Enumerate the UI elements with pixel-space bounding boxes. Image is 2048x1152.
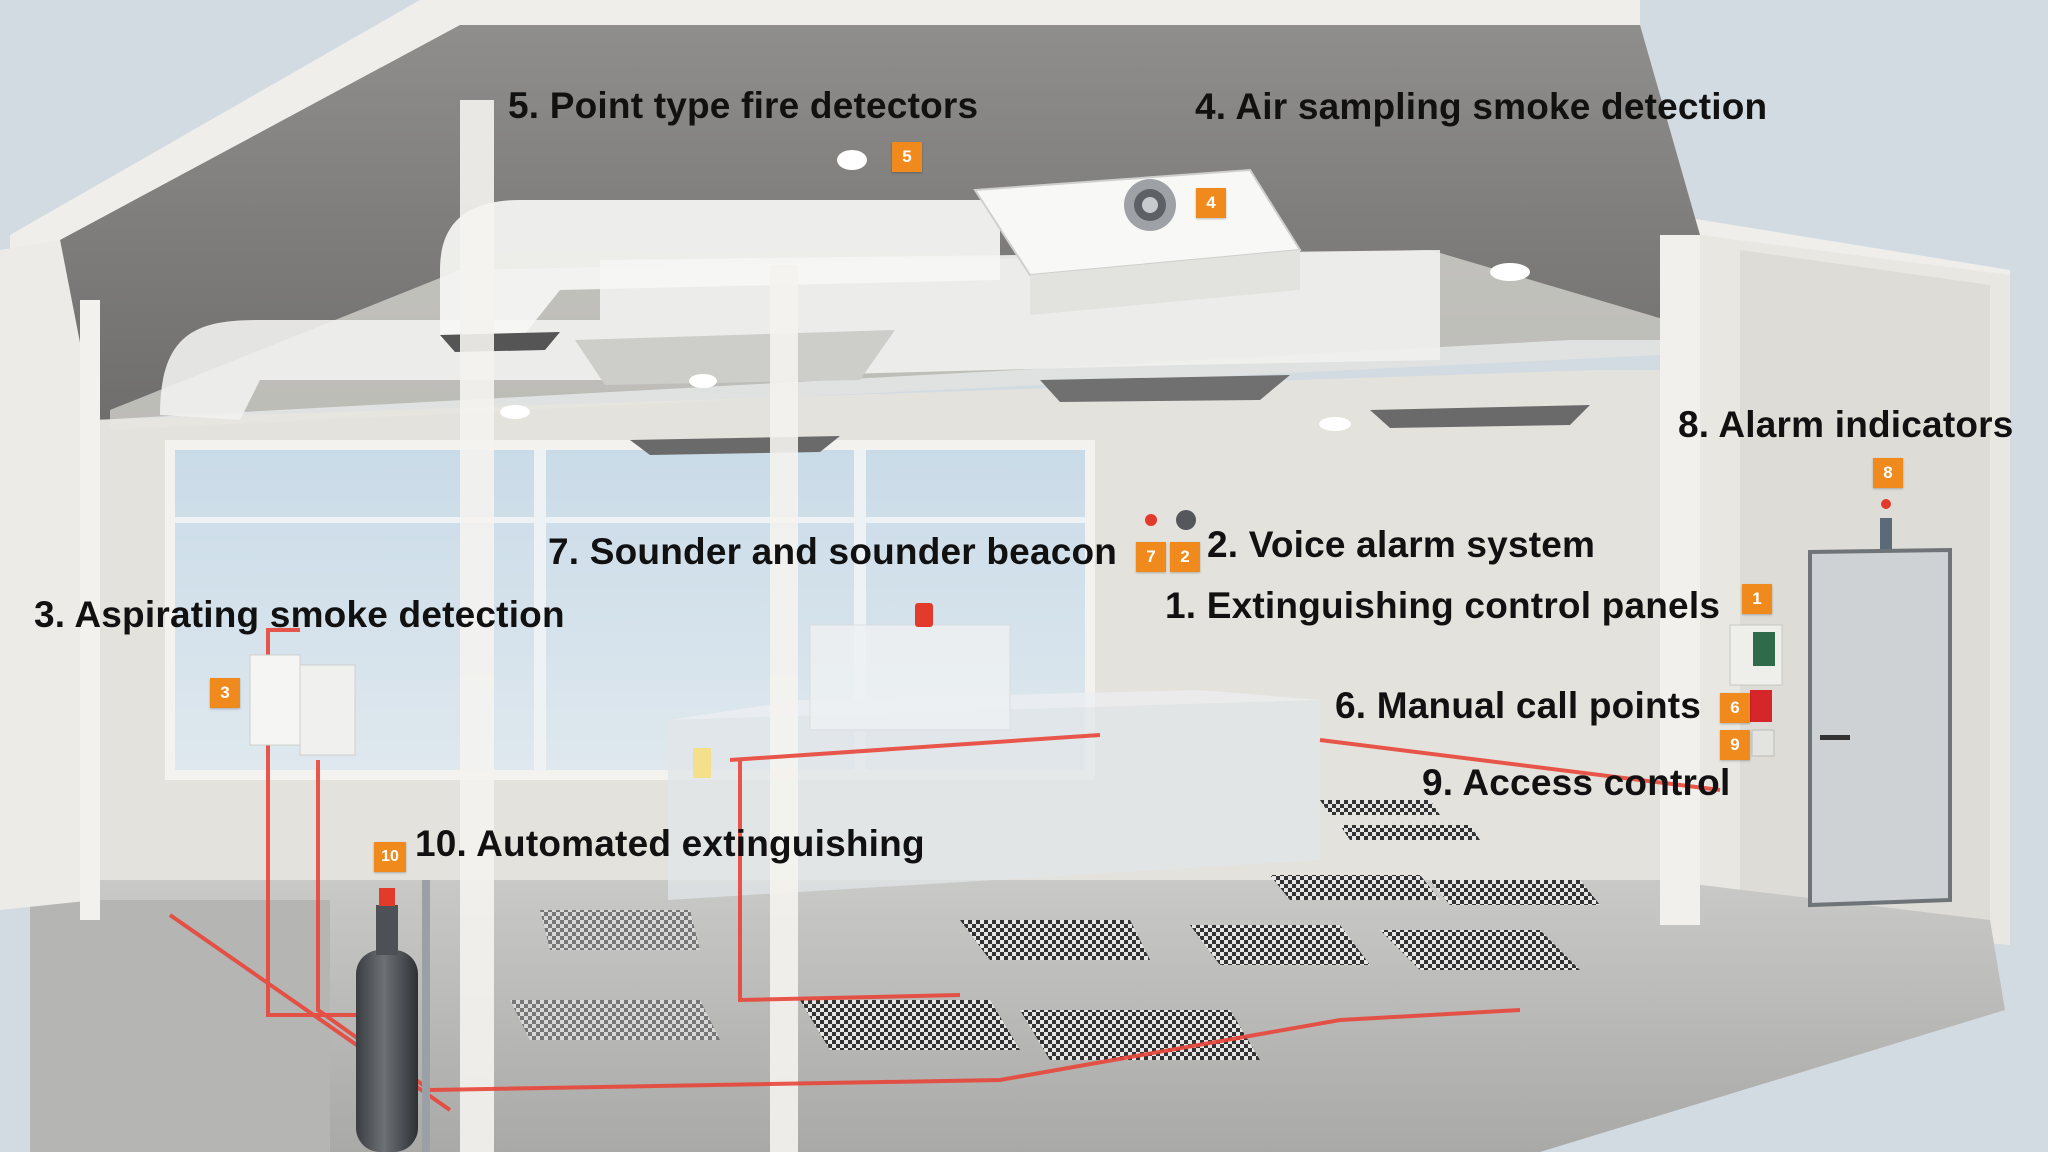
label-voice-alarm-system: 2. Voice alarm system xyxy=(1207,524,1596,565)
label-point-type-fire-detectors: 5. Point type fire detectors xyxy=(508,85,979,126)
badge-7: 7 xyxy=(1136,542,1166,572)
badge-5: 5 xyxy=(892,142,922,172)
badge-4: 4 xyxy=(1196,188,1226,218)
label-sounder-and-sounder-beacon: 7. Sounder and sounder beacon xyxy=(548,531,1118,572)
badge-8: 8 xyxy=(1873,458,1903,488)
label-manual-call-points: 6. Manual call points xyxy=(1335,685,1702,726)
badge-10: 10 xyxy=(374,842,406,872)
badge-2: 2 xyxy=(1170,542,1200,572)
label-aspirating-smoke-detection: 3. Aspirating smoke detection xyxy=(34,594,565,635)
badge-3: 3 xyxy=(210,678,240,708)
label-extinguishing-control-panels: 1. Extinguishing control panels xyxy=(1165,585,1721,626)
label-air-sampling-smoke-detection: 4. Air sampling smoke detection xyxy=(1195,86,1768,127)
label-access-control: 9. Access control xyxy=(1422,762,1731,803)
label-alarm-indicators: 8. Alarm indicators xyxy=(1678,404,2014,445)
label-automated-extinguishing: 10. Automated extinguishing xyxy=(415,823,925,864)
badge-1: 1 xyxy=(1742,584,1772,614)
badge-6: 6 xyxy=(1720,693,1750,723)
badge-9: 9 xyxy=(1720,730,1750,760)
